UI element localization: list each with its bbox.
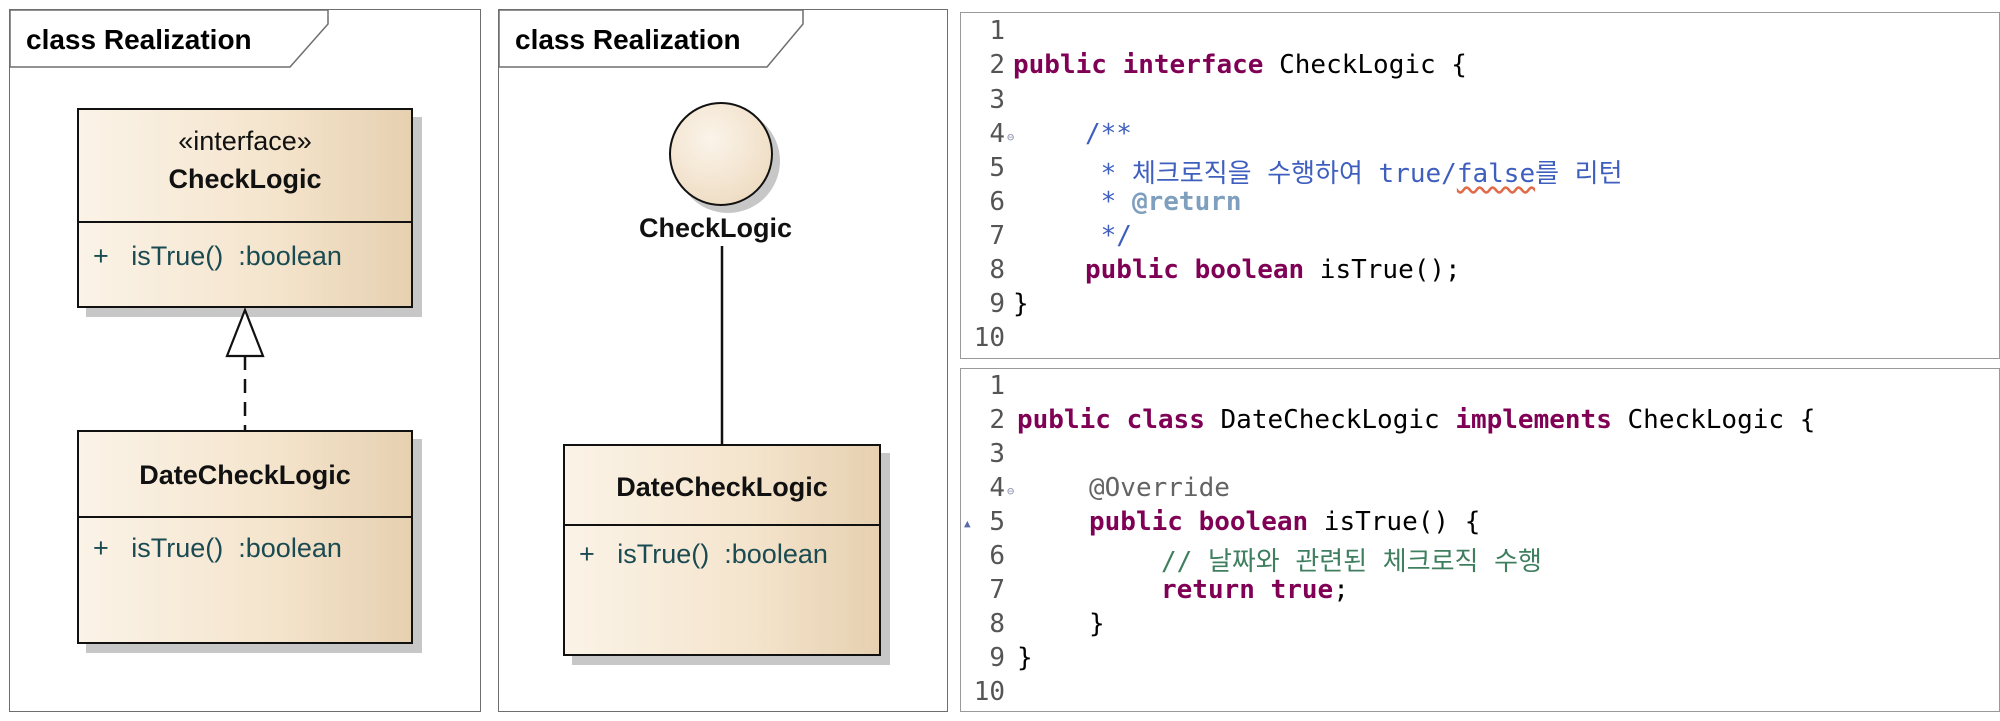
- class-name: CheckLogic: [168, 164, 322, 194]
- code-line-4: /**: [1085, 119, 1132, 149]
- fold-icon[interactable]: ⊖: [1007, 130, 1015, 144]
- stereotype-label: «interface»: [178, 126, 312, 156]
- line-number: 8: [989, 609, 1005, 639]
- line-number: 2: [989, 50, 1005, 80]
- code-line-7: */: [1085, 221, 1132, 251]
- operation-istrue: + isTrue() :boolean: [93, 533, 342, 563]
- realization-line: [720, 246, 724, 456]
- frame-title: class Realization: [26, 24, 252, 55]
- fold-icon[interactable]: ⊖: [1007, 484, 1015, 498]
- line-number: 1: [989, 16, 1005, 46]
- override-marker-icon[interactable]: ▲: [964, 517, 971, 530]
- code-line-8: }: [1089, 609, 1105, 639]
- code-line-6: * @return: [1085, 187, 1242, 217]
- operation-istrue: + isTrue() :boolean: [579, 539, 828, 569]
- line-number: 7: [989, 221, 1005, 251]
- line-number: 5: [989, 153, 1005, 183]
- code-line-2: public interface CheckLogic {: [1013, 50, 1467, 80]
- line-number: 10: [973, 677, 1005, 707]
- line-number: 3: [989, 85, 1005, 115]
- line-number: 6: [989, 541, 1005, 571]
- class-header: DateCheckLogic: [565, 446, 879, 526]
- interface-lollipop-icon[interactable]: [669, 102, 773, 206]
- code-line-5: public boolean isTrue() {: [1089, 507, 1481, 537]
- line-number: 7: [989, 575, 1005, 605]
- class-checklogic[interactable]: «interface» CheckLogic + isTrue() :boole…: [77, 108, 413, 308]
- code-line-7: return true;: [1161, 575, 1349, 605]
- code-line-6: // 날짜와 관련된 체크로직 수행: [1161, 547, 1542, 577]
- operation-istrue: + isTrue() :boolean: [93, 241, 342, 271]
- line-number: 9: [989, 289, 1005, 319]
- code-line-9: }: [1013, 289, 1029, 319]
- uml-frame-middle: class Realization CheckLogic DateCheckLo…: [498, 9, 948, 712]
- line-number: 8: [989, 255, 1005, 285]
- line-number: 6: [989, 187, 1005, 217]
- class-header: «interface» CheckLogic: [79, 110, 411, 223]
- realization-arrow: [225, 308, 265, 438]
- uml-frame-left: class Realization «interface» CheckLogic…: [9, 9, 481, 712]
- code-editor-implementation[interactable]: 1 2 public class DateCheckLogic implemen…: [960, 368, 2000, 712]
- code-line-5: * 체크로직을 수행하여 true/false를 리턴: [1085, 159, 1623, 189]
- code-line-8: public boolean isTrue();: [1085, 255, 1461, 285]
- interface-label: CheckLogic: [639, 213, 793, 243]
- line-number: 4: [989, 119, 1005, 149]
- line-number: 2: [989, 405, 1005, 435]
- line-number: 1: [989, 371, 1005, 401]
- line-number: 4: [989, 473, 1005, 503]
- code-line-9: }: [1017, 643, 1033, 673]
- code-line-2: public class DateCheckLogic implements C…: [1017, 405, 1816, 435]
- line-number: 3: [989, 439, 1005, 469]
- frame-tab-shape: [10, 10, 329, 68]
- line-number: 5: [989, 507, 1005, 537]
- class-name: DateCheckLogic: [139, 460, 351, 490]
- class-datechecklogic[interactable]: DateCheckLogic + isTrue() :boolean: [563, 444, 881, 656]
- line-number: 9: [989, 643, 1005, 673]
- class-header: DateCheckLogic: [79, 432, 411, 518]
- class-name: DateCheckLogic: [616, 472, 828, 502]
- code-editor-interface[interactable]: 1 2 public interface CheckLogic { 3 4 ⊖ …: [960, 12, 2000, 359]
- frame-title: class Realization: [515, 24, 741, 55]
- frame-tab-shape: [499, 10, 804, 68]
- code-line-4: @Override: [1089, 473, 1230, 503]
- class-datechecklogic[interactable]: DateCheckLogic + isTrue() :boolean: [77, 430, 413, 644]
- line-number: 10: [973, 323, 1005, 353]
